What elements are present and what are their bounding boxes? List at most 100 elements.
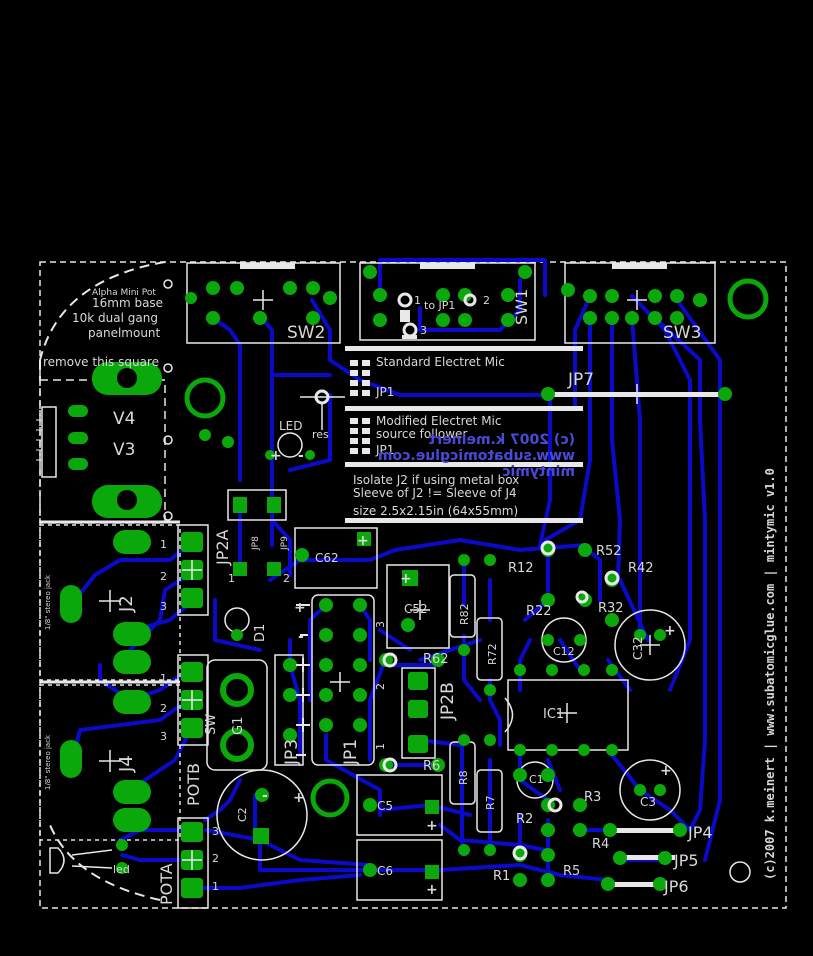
j4-label: J4 — [116, 755, 137, 773]
jp2a-label: JP2A — [213, 529, 232, 566]
jp9-label: JP9 — [280, 536, 290, 551]
bottom-url: www.subatomicglue.com — [378, 448, 575, 464]
g1-label: G1 — [231, 717, 246, 735]
sw3-label: SW3 — [663, 323, 701, 343]
svg-text:+: + — [664, 623, 676, 639]
sw1-footprint — [359, 262, 536, 341]
sw1-pin2: 2 — [483, 294, 490, 307]
svg-text:+: + — [426, 882, 438, 898]
jp1-pin3: 3 — [374, 621, 387, 628]
svg-text:+: + — [426, 818, 438, 834]
led-label: LED — [279, 419, 303, 433]
r42-label: R42 — [628, 561, 654, 576]
r8-label: R8 — [457, 770, 470, 785]
svg-text:+: + — [660, 763, 672, 779]
sw1-to-jp1: to JP1 — [424, 299, 455, 312]
jp9-pin1: 1 — [228, 572, 235, 585]
jp7-label: JP7 — [567, 370, 594, 390]
svg-text:+: + — [270, 448, 282, 464]
c3-label: C3 — [640, 795, 656, 809]
c2-label: C2 — [236, 807, 249, 822]
jp1-std-label: JP1 — [375, 385, 394, 399]
alpha-pot-label: Alpha Mini Pot — [92, 288, 156, 298]
svg-text:+: + — [294, 600, 306, 616]
r82-label: R82 — [458, 603, 471, 625]
r12-label: R12 — [508, 561, 534, 576]
j2-pin3: 3 — [160, 600, 167, 613]
pota-pin3: 3 — [212, 825, 219, 838]
j2-pin1: 1 — [160, 538, 167, 551]
ic1-label: IC1 — [543, 707, 564, 722]
svg-text:+: + — [400, 571, 412, 587]
jp3-label: JP3 — [282, 739, 302, 766]
pota-pin1: 1 — [212, 880, 219, 893]
jp5-label: JP5 — [673, 851, 699, 870]
r52-label: R52 — [596, 544, 622, 559]
jp1-pin1: 1 — [374, 743, 387, 750]
bottom-mintymic: mintymic — [502, 464, 575, 480]
sw1-pin1: 1 — [414, 294, 421, 307]
c32-label: C32 — [631, 636, 645, 660]
bottom-copyright: (c) 2007 k.meinert — [428, 432, 575, 448]
j2-label: J2 — [116, 595, 137, 613]
d1-label: D1 — [253, 624, 268, 642]
pot-base-label: 16mm base — [92, 296, 163, 310]
v3-label: V3 — [113, 440, 135, 460]
mount-hole — [184, 377, 226, 419]
r4-label: R4 — [592, 837, 609, 852]
r3-label: R3 — [584, 790, 601, 805]
r6-label: R6 — [423, 759, 440, 774]
c52-label: C52 — [404, 602, 428, 616]
r5-label: R5 — [563, 864, 580, 879]
source-follower-label: source follower — [376, 427, 467, 441]
pot-10k-label: 10k dual gang — [72, 311, 158, 325]
sw1-label: SW1 — [512, 289, 531, 325]
std-electret-label: Standard Electret Mic — [376, 355, 505, 369]
c5-label: C5 — [377, 799, 393, 813]
led-icon — [49, 847, 113, 874]
jp9-pin2: 2 — [283, 572, 290, 585]
j2-pin2: 2 — [160, 570, 167, 583]
pads — [60, 265, 732, 898]
isolate-note: Isolate J2 if using metal box — [353, 473, 519, 487]
potb-label: POTB — [184, 763, 203, 806]
jp4-label: JP4 — [687, 823, 713, 842]
jp1-pin2: 2 — [374, 683, 387, 690]
r22-label: R22 — [526, 604, 552, 619]
sleeve-note: Sleeve of J2 != Sleeve of J4 — [353, 486, 517, 500]
jp2b-label: JP2B — [438, 682, 458, 721]
sw3-footprint — [564, 262, 716, 344]
pota-label: POTA — [157, 863, 176, 905]
sw4-label: SW — [204, 714, 219, 735]
remove-square-label: remove this square — [43, 355, 159, 369]
vertical-credit: (c)2007 k.meinert | www.subatomicglue.co… — [763, 468, 777, 880]
svg-text:-: - — [262, 788, 268, 804]
j4-pin2: 2 — [160, 702, 167, 715]
c1-label: C1 — [529, 773, 544, 786]
svg-text:+: + — [293, 790, 305, 806]
jp6-label: JP6 — [663, 877, 689, 896]
j4-pin1: 1 — [160, 672, 167, 685]
component-outlines — [177, 432, 686, 909]
v4-label: V4 — [113, 409, 135, 429]
c12-label: C12 — [553, 645, 575, 658]
origin-crosses — [99, 560, 660, 870]
v4-v3-pads — [36, 362, 162, 518]
jp1-label: JP1 — [341, 739, 361, 766]
jp8-label: JP8 — [251, 536, 261, 551]
r7-label: R7 — [484, 795, 497, 810]
svg-text:+: + — [357, 533, 369, 549]
r1-label: R1 — [493, 869, 510, 884]
sw2-footprint — [186, 262, 341, 344]
jp1-mod-label: JP1 — [375, 443, 394, 457]
c62-label: C62 — [315, 551, 339, 565]
r32-label: R32 — [598, 601, 624, 616]
sw1-pin3: 3 — [420, 324, 427, 337]
pot-outline — [39, 261, 166, 380]
r62-label: R62 — [423, 652, 449, 667]
pota-pin2: 2 — [212, 852, 219, 865]
svg-text:-: - — [298, 629, 304, 645]
copper-traces — [73, 258, 722, 890]
j4-pin3: 3 — [160, 730, 167, 743]
